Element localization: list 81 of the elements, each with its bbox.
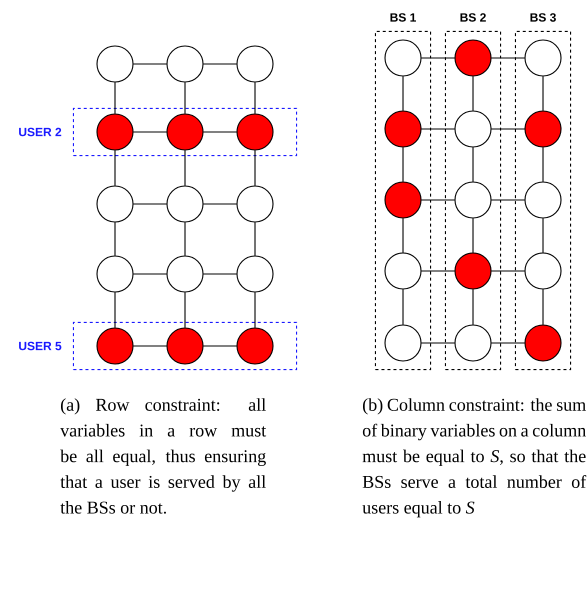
circle-node (236, 255, 274, 293)
circle-node (454, 110, 492, 148)
circle-node (384, 324, 422, 362)
circle-node (236, 327, 274, 365)
circle-node (166, 185, 204, 223)
circle-node (524, 181, 562, 219)
connector-line (254, 222, 256, 256)
connector-line (184, 222, 186, 256)
circle-node (236, 113, 274, 151)
group-label: USER 5 (19, 342, 62, 350)
connector-line (204, 345, 236, 347)
connector-line (492, 57, 524, 59)
connector-line (492, 199, 524, 201)
connector-line (184, 82, 186, 114)
circle-node (524, 110, 562, 148)
circle-node (96, 185, 134, 223)
circle-node (384, 252, 422, 290)
group-label: USER 2 (19, 128, 62, 136)
group-label: BS 1 (390, 13, 416, 22)
caption-text: (a) Row constraint: all variables in a row must be all equal, thus ensuring that a user is served by all the BSs or not. (60, 398, 266, 514)
circle-node (236, 185, 274, 223)
circle-node (166, 255, 204, 293)
connector-line (542, 290, 544, 324)
connector-line (542, 148, 544, 182)
caption-text: (b) Column constraint: the sum of binary variables on a column must be equal to S, so that the BSs serve a total number of users equal to S (362, 398, 586, 518)
connector-line (472, 76, 474, 110)
group-label: BS 2 (460, 13, 486, 22)
connector-line (204, 63, 236, 65)
circle-node (524, 39, 562, 77)
connector-line (422, 57, 454, 59)
circle-node (384, 110, 422, 148)
circle-node (166, 45, 204, 83)
connector-line (134, 63, 166, 65)
circle-node (454, 181, 492, 219)
group-label: BS 3 (530, 13, 556, 22)
circle-node (96, 113, 134, 151)
connector-line (422, 128, 454, 130)
circle-node (454, 324, 492, 362)
connector-line (184, 292, 186, 328)
connector-line (472, 290, 474, 324)
circle-node (384, 39, 422, 77)
connector-line (134, 131, 166, 133)
connector-line (134, 273, 166, 275)
connector-line (492, 342, 524, 344)
circle-node (384, 181, 422, 219)
connector-line (204, 273, 236, 275)
connector-line (422, 342, 454, 344)
connector-line (472, 218, 474, 252)
connector-line (254, 150, 256, 186)
connector-line (542, 218, 544, 252)
connector-line (492, 128, 524, 130)
connector-line (114, 292, 116, 328)
circle-node (524, 324, 562, 362)
connector-line (492, 270, 524, 272)
connector-line (254, 292, 256, 328)
connector-line (184, 150, 186, 186)
connector-line (134, 345, 166, 347)
circle-node (454, 252, 492, 290)
connector-line (114, 82, 116, 114)
circle-node (166, 113, 204, 151)
circle-node (96, 45, 134, 83)
circle-node (454, 39, 492, 77)
connector-line (134, 203, 166, 205)
connector-line (422, 199, 454, 201)
circle-node (96, 255, 134, 293)
circle-node (166, 327, 204, 365)
connector-line (402, 218, 404, 252)
connector-line (114, 150, 116, 186)
connector-line (402, 76, 404, 110)
connector-line (114, 222, 116, 256)
connector-line (542, 76, 544, 110)
circle-node (96, 327, 134, 365)
connector-line (204, 203, 236, 205)
connector-line (402, 148, 404, 182)
circle-node (524, 252, 562, 290)
connector-line (204, 131, 236, 133)
connector-line (472, 148, 474, 182)
circle-node (236, 45, 274, 83)
connector-line (254, 82, 256, 114)
connector-line (402, 290, 404, 324)
connector-line (422, 270, 454, 272)
